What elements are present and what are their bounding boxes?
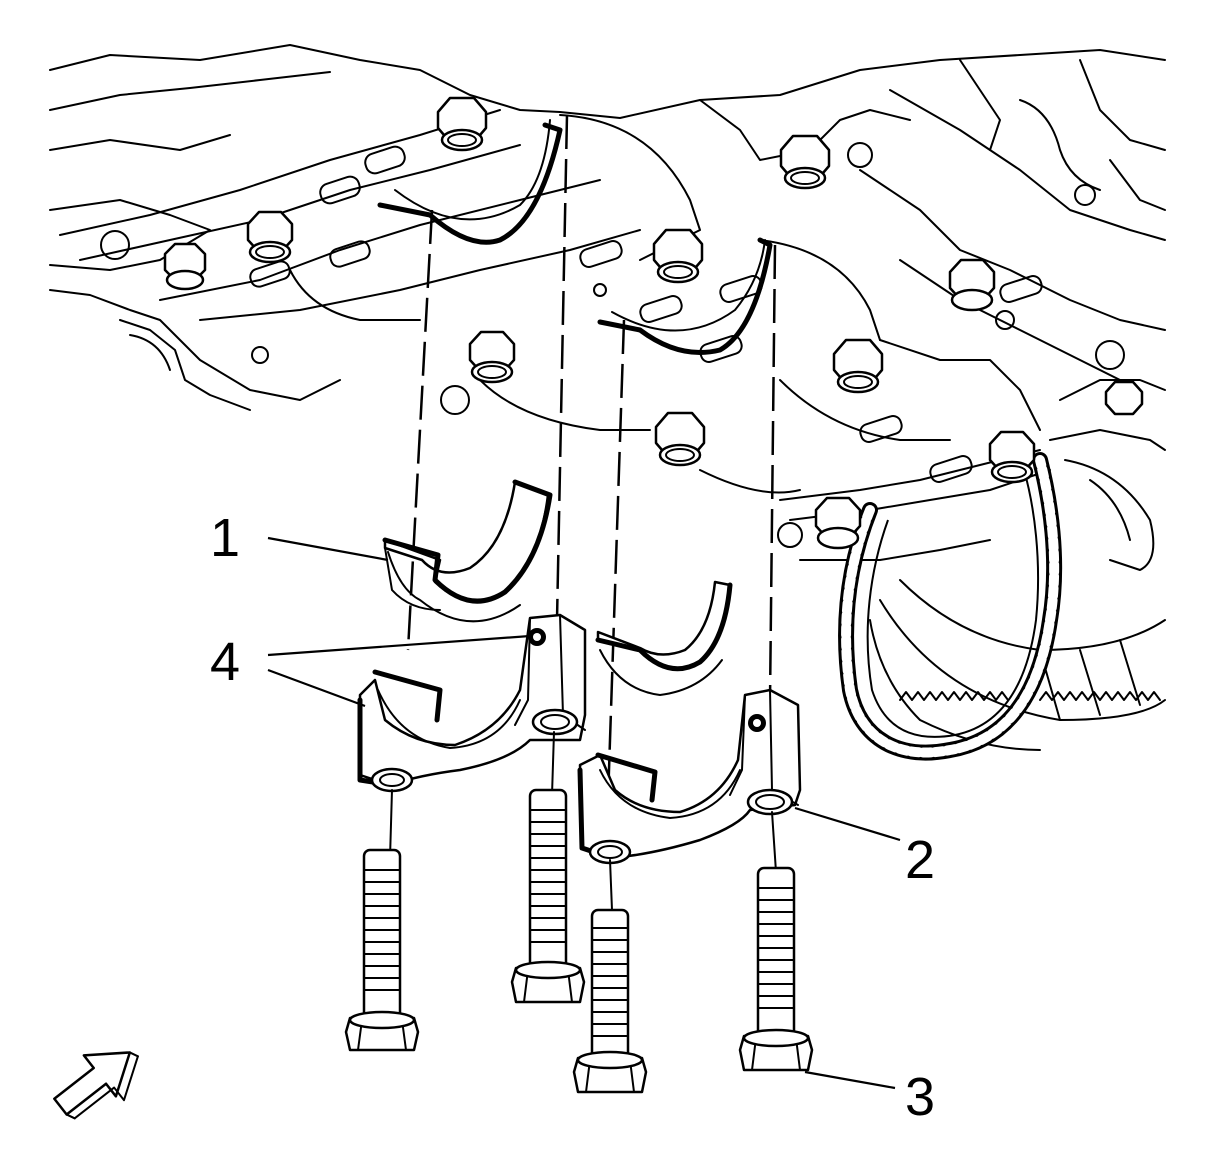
callout-2: 2 <box>905 830 935 890</box>
block-bolt-6 <box>468 330 516 384</box>
block-bolt-10 <box>988 430 1036 484</box>
callout-4: 4 <box>210 632 240 692</box>
block-bolt-5 <box>652 228 704 284</box>
block-bolt-9 <box>654 411 706 467</box>
callout-3: 3 <box>905 1067 935 1127</box>
block-bolt-3 <box>163 242 207 291</box>
bearing-cap-left <box>357 613 587 793</box>
bearing-cap-right <box>577 688 802 865</box>
block-bolt-7 <box>832 338 884 394</box>
block-bolt-1 <box>436 96 488 152</box>
block-bolt-11 <box>814 496 862 550</box>
block-bolt-12 <box>1104 380 1144 416</box>
block-bolt-2 <box>246 210 294 264</box>
upper-bearing-shells-in-block <box>377 119 773 355</box>
bolt-guide-lines <box>389 731 777 911</box>
cap-bolts <box>344 788 814 1094</box>
timing-chain <box>838 452 1063 761</box>
bearing-shell-left <box>382 479 553 623</box>
cap-bolt-4 <box>738 866 814 1072</box>
alignment-lines <box>406 114 777 801</box>
block-bolt-4 <box>779 134 831 190</box>
cap-bolt-1 <box>344 848 420 1052</box>
callout-1: 1 <box>210 508 240 568</box>
view-direction-arrow-icon <box>53 1051 139 1120</box>
cap-bolt-3 <box>572 908 648 1094</box>
block-bolts <box>163 96 1144 550</box>
callout-leaders <box>267 536 901 1090</box>
bearing-shell-right <box>595 580 733 696</box>
block-bolt-8 <box>948 258 996 312</box>
cap-bolt-2 <box>510 788 586 1004</box>
